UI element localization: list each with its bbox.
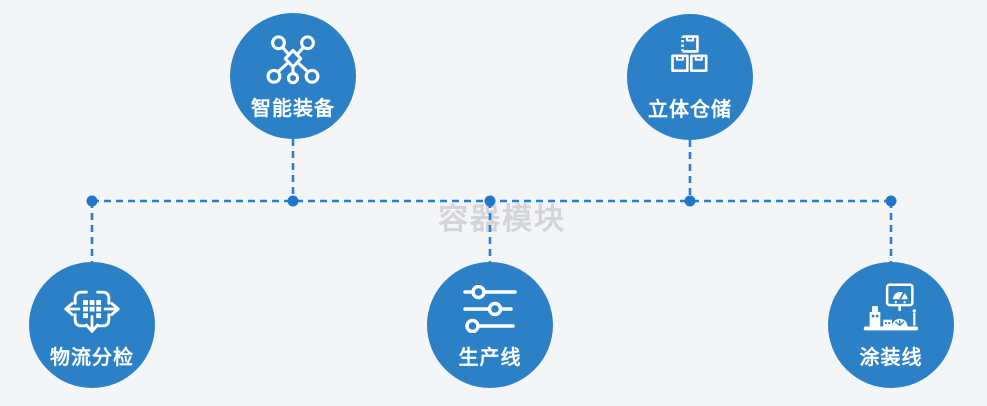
network-nodes-icon [258, 30, 328, 90]
junction-dot [684, 195, 696, 207]
node-production-line: 生产线 [427, 262, 553, 388]
junction-dot [86, 195, 98, 207]
junction-dot [885, 195, 897, 207]
node-label: 生产线 [458, 347, 522, 369]
node-warehouse: 立体仓储 [627, 14, 753, 140]
node-label: 智能装备 [251, 98, 335, 120]
sorting-arrows-icon [57, 279, 127, 339]
watermark-text: 容器模块 [438, 203, 566, 236]
junction-dot [484, 195, 496, 207]
node-label: 立体仓储 [648, 99, 732, 121]
node-smart-equipment: 智能装备 [230, 13, 356, 139]
stacked-boxes-icon [655, 31, 725, 91]
sliders-icon [455, 279, 525, 339]
coating-machine-icon [856, 279, 926, 339]
node-logistics-sorting: 物流分检 [29, 262, 155, 388]
node-label: 物流分检 [50, 347, 134, 369]
junction-dot [287, 195, 299, 207]
node-coating-line: 涂装线 [828, 262, 954, 388]
node-label: 涂装线 [859, 347, 923, 369]
